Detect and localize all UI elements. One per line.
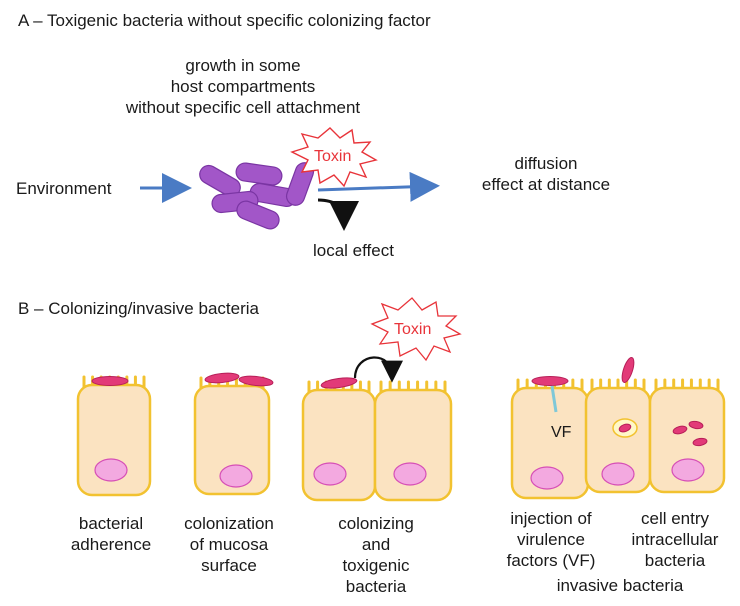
rod-bacteria-cluster xyxy=(199,162,315,230)
nucleus xyxy=(601,462,635,486)
bacterium xyxy=(618,423,632,433)
epithelial-cell xyxy=(301,380,377,502)
cell-body xyxy=(193,384,271,496)
bacterium xyxy=(531,376,569,386)
caption-injection: injection of virulence factors (VF) xyxy=(506,509,596,570)
bacterium xyxy=(688,420,704,430)
toxin-label-b: Toxin xyxy=(394,321,432,338)
bacterium xyxy=(91,376,129,386)
environment-label: Environment xyxy=(16,179,112,198)
section-a-title: A – Toxigenic bacteria without specific … xyxy=(18,11,431,30)
toxin-burst-b xyxy=(370,297,462,362)
epithelial-cell xyxy=(76,375,152,497)
epithelial-cell xyxy=(373,380,453,502)
bacterium xyxy=(320,377,358,389)
bacterium xyxy=(204,372,240,384)
epithelial-cell xyxy=(193,376,271,496)
epithelial-cell xyxy=(648,378,726,494)
caption-cell-entry: cell entry intracellular bacteria xyxy=(631,509,719,570)
nucleus xyxy=(94,458,128,482)
nucleus xyxy=(393,462,427,486)
nucleus xyxy=(219,464,253,488)
nucleus xyxy=(671,458,705,482)
cell-body xyxy=(648,386,726,494)
toxin-burst-a xyxy=(290,127,378,188)
section-b-title: B – Colonizing/invasive bacteria xyxy=(18,299,259,318)
toxin-label-a: Toxin xyxy=(314,148,352,165)
local-effect-label: local effect xyxy=(313,241,394,260)
vf-injection-needle xyxy=(550,385,558,413)
nucleus xyxy=(313,462,347,486)
nucleus xyxy=(530,466,564,490)
diffusion-label: diffusion effect at distance xyxy=(481,154,611,194)
bacterium xyxy=(672,425,688,435)
diffusion-arrow xyxy=(317,171,440,202)
bacterium xyxy=(692,437,708,447)
growth-description: growth in some host compartments without… xyxy=(125,56,361,117)
caption-colonization: colonization of mucosa surface xyxy=(184,514,274,575)
epithelial-cell xyxy=(510,378,590,500)
bacterium xyxy=(238,375,274,387)
local-effect-arrow xyxy=(317,198,359,231)
vf-label: VF xyxy=(551,424,572,441)
caption-toxigenic: colonizing and toxigenic bacteria xyxy=(338,514,414,596)
caption-adherence: bacterial adherence xyxy=(70,514,152,554)
bacterium xyxy=(621,357,635,383)
caption-invasive: invasive bacteria xyxy=(556,576,684,595)
toxin-transfer-arrow xyxy=(353,356,403,383)
cells-layer xyxy=(76,357,726,502)
epithelial-cell xyxy=(584,378,652,494)
